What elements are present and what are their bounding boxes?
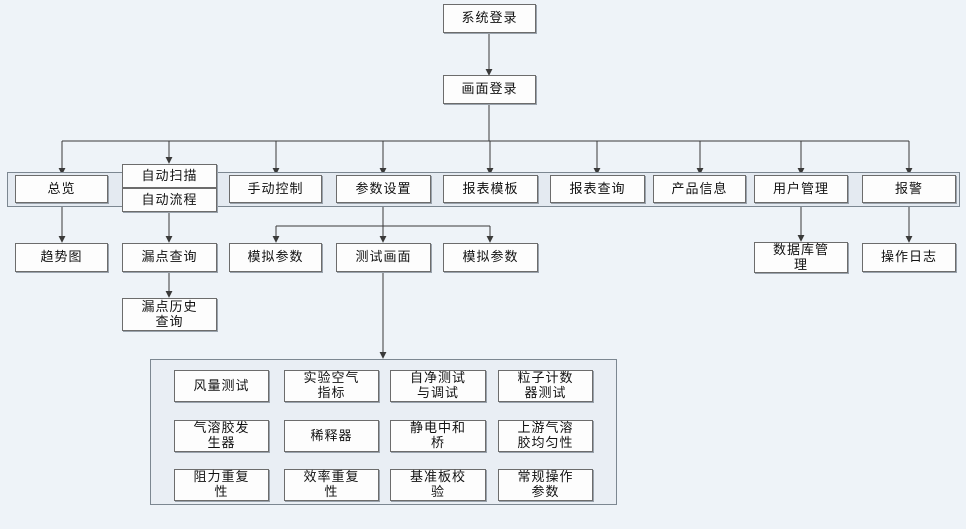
node-system-login: 系统登录 <box>443 4 536 33</box>
test-item-label: 效率重复 性 <box>303 470 360 500</box>
test-item: 稀释器 <box>284 420 379 452</box>
test-item: 粒子计数 器测试 <box>498 370 593 402</box>
node-report-template-label: 报表模板 <box>462 181 519 197</box>
node-product-info-label: 产品信息 <box>671 181 728 197</box>
node-report-template: 报表模板 <box>443 175 538 203</box>
node-sim-param-2-label: 模拟参数 <box>462 250 519 265</box>
test-item: 阻力重复 性 <box>174 469 269 501</box>
node-auto-scan-label: 自动扫描 <box>141 168 198 184</box>
node-auto-scan: 自动扫描 <box>122 164 217 188</box>
node-sim-param-1: 模拟参数 <box>229 243 322 272</box>
test-item-label: 自净测试 与调试 <box>409 371 466 401</box>
node-db-mgmt-label: 数据库管 理 <box>772 242 829 273</box>
node-op-log-label: 操作日志 <box>880 250 937 265</box>
test-item-label: 稀释器 <box>310 428 353 444</box>
test-item: 基准板校 验 <box>390 469 486 501</box>
node-report-query-label: 报表查询 <box>569 181 626 197</box>
node-overview-label: 总览 <box>47 181 76 197</box>
node-test-screen: 测试画面 <box>336 243 431 272</box>
node-op-log: 操作日志 <box>862 243 956 272</box>
node-report-query: 报表查询 <box>550 175 645 203</box>
node-sim-param-1-label: 模拟参数 <box>247 250 304 265</box>
node-auto-flow: 自动流程 <box>122 188 217 212</box>
node-product-info: 产品信息 <box>653 175 746 203</box>
node-auto-flow-label: 自动流程 <box>141 192 198 208</box>
test-item-label: 粒子计数 器测试 <box>517 371 574 401</box>
test-item-label: 实验空气 指标 <box>303 371 360 401</box>
node-leak-query: 漏点查询 <box>122 243 217 272</box>
node-user-mgmt: 用户管理 <box>754 175 848 203</box>
node-system-login-label: 系统登录 <box>461 11 518 26</box>
test-item: 风量测试 <box>174 370 269 402</box>
node-alarm-label: 报警 <box>894 181 923 197</box>
node-leak-query-label: 漏点查询 <box>141 250 198 265</box>
node-screen-login: 画面登录 <box>443 75 536 104</box>
test-item-label: 静电中和 桥 <box>409 421 466 451</box>
test-item-label: 常规操作 参数 <box>517 470 574 500</box>
test-item: 气溶胶发 生器 <box>174 420 269 452</box>
node-alarm: 报警 <box>862 175 956 203</box>
test-item: 静电中和 桥 <box>390 420 486 452</box>
test-item-label: 阻力重复 性 <box>193 470 250 500</box>
test-item: 常规操作 参数 <box>498 469 593 501</box>
node-trend-chart-label: 趋势图 <box>40 250 83 265</box>
node-trend-chart: 趋势图 <box>15 243 108 272</box>
test-item-label: 风量测试 <box>193 378 250 394</box>
test-item: 自净测试 与调试 <box>390 370 486 402</box>
test-item: 效率重复 性 <box>284 469 379 501</box>
node-test-screen-label: 测试画面 <box>355 250 412 265</box>
test-item-label: 基准板校 验 <box>409 470 466 500</box>
node-param-settings: 参数设置 <box>336 175 431 203</box>
test-item-label: 上游气溶 胶均匀性 <box>517 421 574 451</box>
node-param-settings-label: 参数设置 <box>355 181 412 197</box>
node-manual-control: 手动控制 <box>229 175 322 203</box>
node-leak-history: 漏点历史 查询 <box>122 298 217 331</box>
node-screen-login-label: 画面登录 <box>461 82 518 97</box>
test-item: 上游气溶 胶均匀性 <box>498 420 593 452</box>
node-leak-history-label: 漏点历史 查询 <box>141 299 198 330</box>
node-db-mgmt: 数据库管 理 <box>754 242 848 273</box>
node-user-mgmt-label: 用户管理 <box>772 181 829 197</box>
node-manual-control-label: 手动控制 <box>247 181 304 197</box>
test-item-label: 气溶胶发 生器 <box>193 421 250 451</box>
test-item: 实验空气 指标 <box>284 370 379 402</box>
node-sim-param-2: 模拟参数 <box>443 243 538 272</box>
node-overview: 总览 <box>15 175 108 203</box>
